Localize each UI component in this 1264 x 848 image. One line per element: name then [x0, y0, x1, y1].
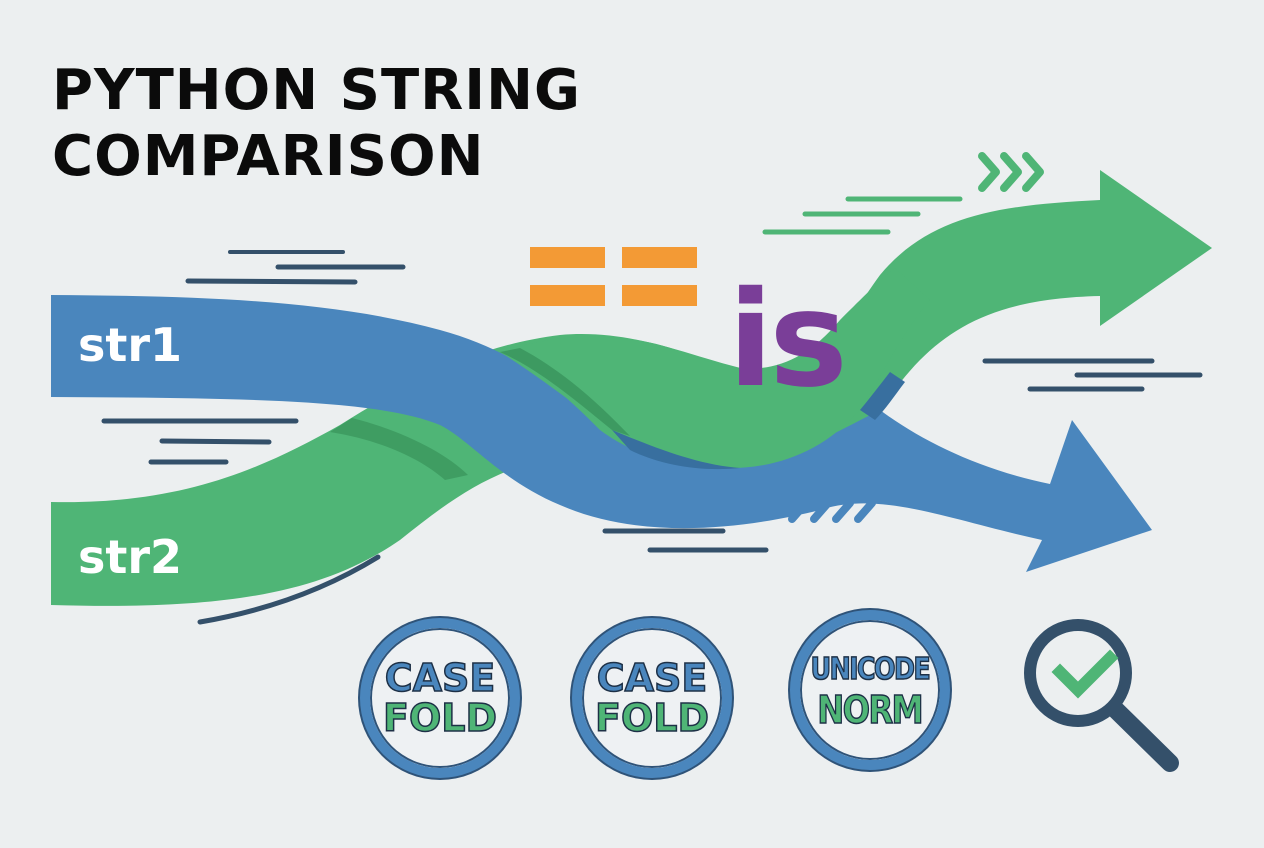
- ribbon-fold-green: [500, 348, 630, 436]
- speed-lines-right: [982, 358, 1203, 392]
- str1-label: str1: [78, 318, 183, 372]
- page-title: PYTHON STRING COMPARISON: [52, 58, 581, 190]
- ribbon-str1: [51, 295, 1152, 572]
- str2-label: str2: [78, 530, 183, 584]
- badge-line-2: NORM: [817, 688, 925, 732]
- casefold-badge: CASE FOLD: [360, 618, 520, 778]
- speed-lines-top: [185, 250, 406, 285]
- title-line-1: PYTHON STRING: [52, 58, 581, 123]
- speed-lines-green: [762, 196, 963, 235]
- equality-operator-icon: [530, 247, 697, 306]
- ribbon-fold-blue-right: [860, 372, 905, 420]
- identity-operator-label: is: [728, 263, 848, 417]
- badge-line-1: CASE: [596, 656, 708, 700]
- swoosh-line: [197, 554, 381, 625]
- casefold-badge: CASE FOLD: [572, 618, 732, 778]
- speed-lines-bottom: [602, 528, 769, 553]
- chevrons-right-icon: [788, 483, 876, 523]
- magnifier-check-icon: [1024, 619, 1179, 772]
- unicode-norm-badge: UNICODE NORM: [790, 610, 950, 770]
- badge-line-1: UNICODE: [810, 651, 932, 688]
- speed-lines-middle: [101, 418, 299, 465]
- ribbon-str2-shadow: [330, 418, 468, 480]
- badge-line-2: FOLD: [382, 696, 498, 740]
- chevrons-right-icon: [978, 152, 1044, 192]
- ribbon-fold-blue: [612, 430, 740, 470]
- badge-line-1: CASE: [384, 656, 496, 700]
- title-line-2: COMPARISON: [52, 124, 485, 189]
- badge-line-2: FOLD: [594, 696, 710, 740]
